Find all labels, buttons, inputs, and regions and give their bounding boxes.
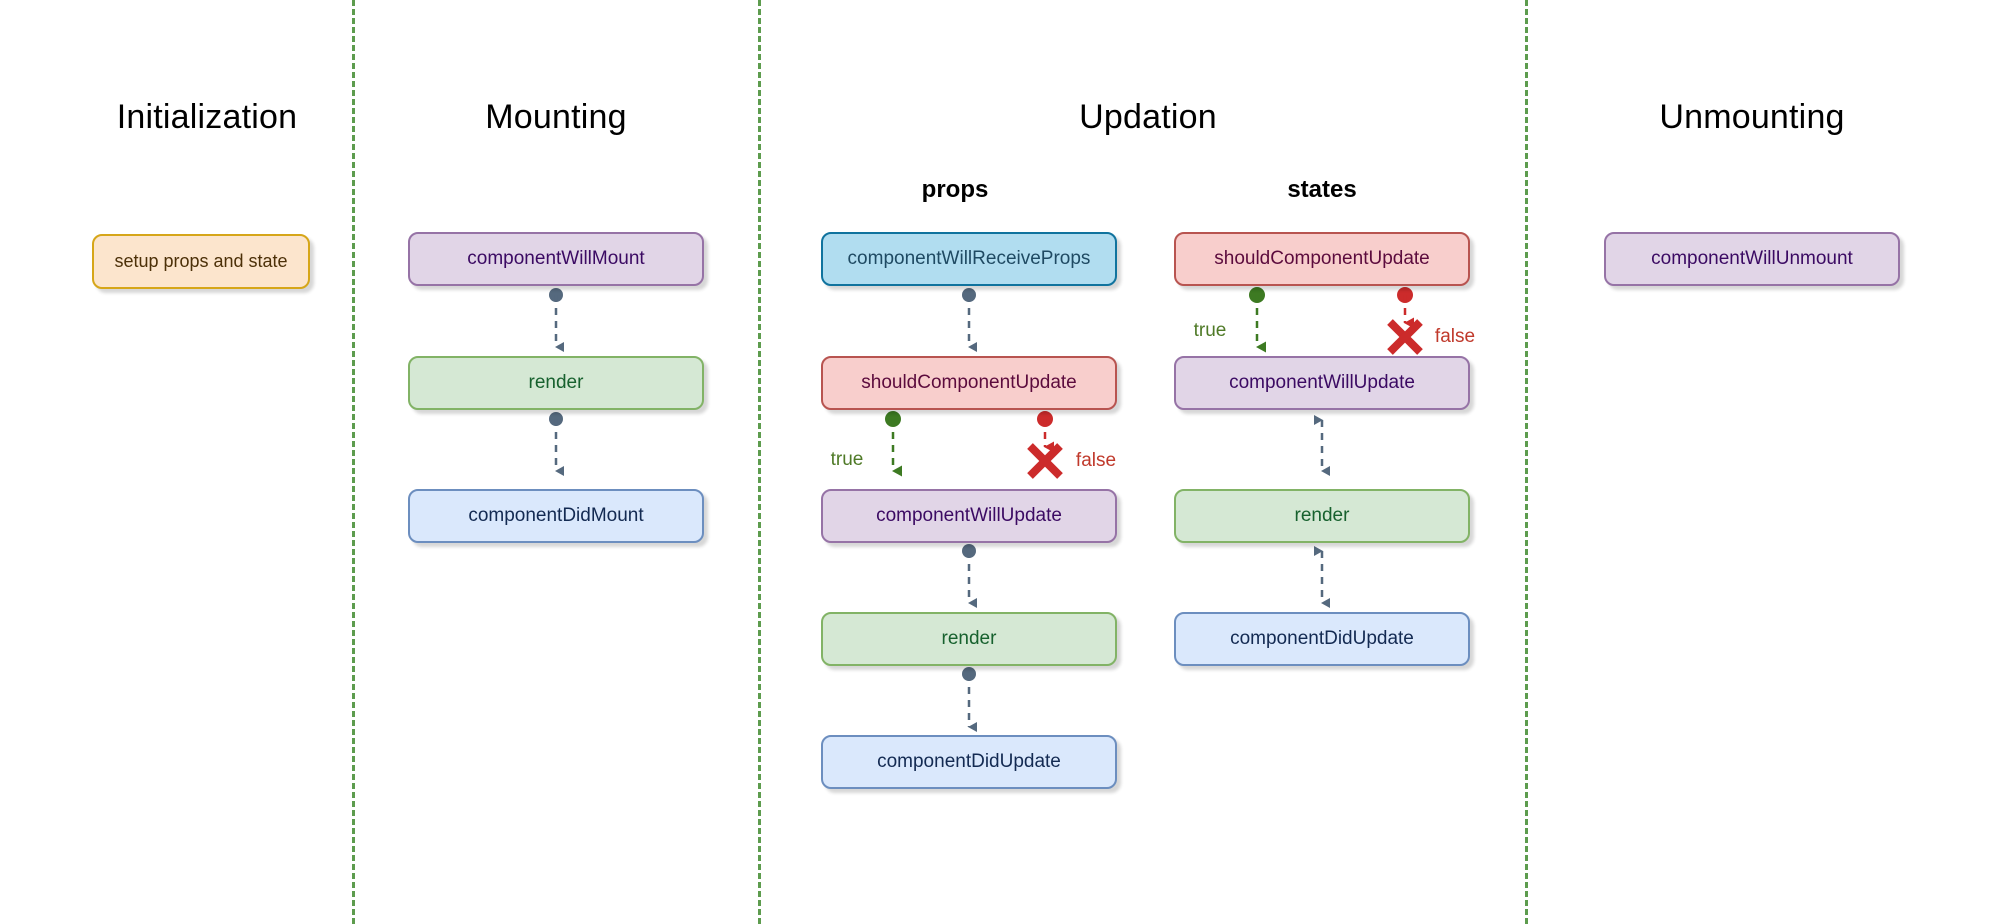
section-title-unmounting: Unmounting bbox=[1659, 98, 1845, 136]
node-component-will-mount[interactable]: componentWillMount bbox=[408, 232, 704, 286]
section-divider-2 bbox=[758, 0, 761, 924]
node-states-should-component-update[interactable]: shouldComponentUpdate bbox=[1174, 232, 1470, 286]
node-states-component-will-update[interactable]: componentWillUpdate bbox=[1174, 356, 1470, 410]
node-states-component-did-update[interactable]: componentDidUpdate bbox=[1174, 612, 1470, 666]
section-divider-1 bbox=[352, 0, 355, 924]
branch-label-false-props: false bbox=[1075, 450, 1117, 471]
branch-label-true-props: true bbox=[830, 449, 864, 470]
false-terminator-icon-props bbox=[1027, 443, 1063, 479]
branch-label-true-states: true bbox=[1193, 320, 1227, 341]
node-component-did-mount[interactable]: componentDidMount bbox=[408, 489, 704, 543]
branch-label-false-states: false bbox=[1434, 326, 1476, 347]
false-terminator-icon-states bbox=[1387, 319, 1423, 355]
node-props-render[interactable]: render bbox=[821, 612, 1117, 666]
section-title-mounting: Mounting bbox=[485, 98, 627, 136]
node-component-will-unmount[interactable]: componentWillUnmount bbox=[1604, 232, 1900, 286]
node-props-component-did-update[interactable]: componentDidUpdate bbox=[821, 735, 1117, 789]
node-mounting-render[interactable]: render bbox=[408, 356, 704, 410]
section-title-updation: Updation bbox=[1079, 98, 1217, 136]
node-setup-props-and-state[interactable]: setup props and state bbox=[92, 234, 310, 289]
subsection-title-states: states bbox=[1287, 176, 1357, 203]
section-title-initialization: Initialization bbox=[116, 98, 298, 136]
subsection-title-props: props bbox=[921, 176, 989, 203]
node-component-will-receive-props[interactable]: componentWillReceiveProps bbox=[821, 232, 1117, 286]
node-props-component-will-update[interactable]: componentWillUpdate bbox=[821, 489, 1117, 543]
node-props-should-component-update[interactable]: shouldComponentUpdate bbox=[821, 356, 1117, 410]
node-states-render[interactable]: render bbox=[1174, 489, 1470, 543]
section-divider-3 bbox=[1525, 0, 1528, 924]
